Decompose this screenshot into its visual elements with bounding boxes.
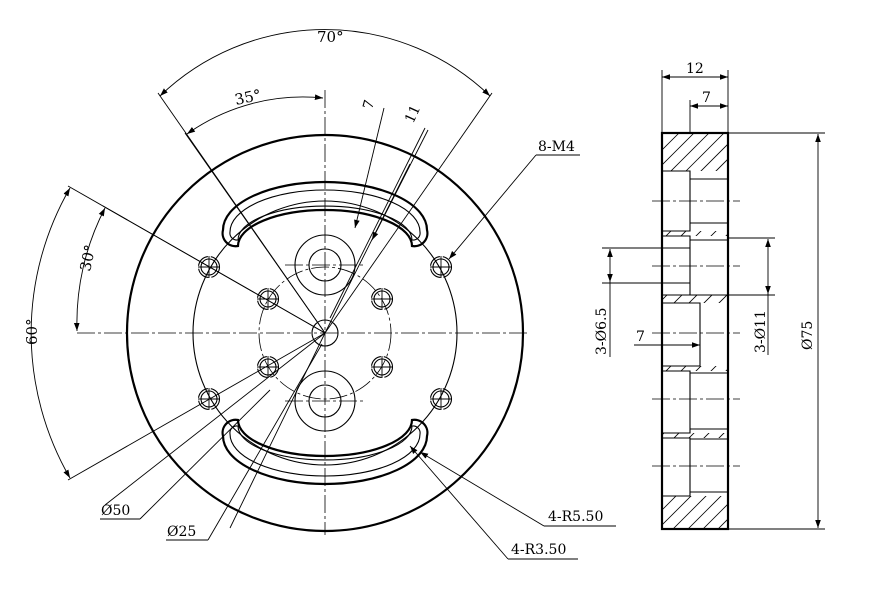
m4-hole-group (197, 255, 453, 411)
dim-depth-7: 7 (634, 329, 700, 348)
dim-text-70: 70° (317, 28, 344, 46)
svg-text:7: 7 (636, 329, 645, 345)
section-centerlines (652, 200, 740, 467)
svg-text:3-Ø11: 3-Ø11 (753, 310, 769, 353)
svg-text:12: 12 (686, 61, 704, 77)
slot-dim-7: 7 (354, 98, 385, 229)
callout-phi50: Ø50 (100, 389, 271, 520)
m4-hole (429, 387, 453, 411)
dim-arc-35 (186, 94, 324, 135)
dim-width-7-top: 7 (689, 90, 728, 132)
svg-text:8-M4: 8-M4 (538, 139, 575, 155)
callout-r550: 4-R5.50 (419, 451, 616, 527)
m4-hole (256, 287, 280, 311)
front-view: 70° 35° 30° 60° 7 11 8-M4 Ø50 (23, 28, 616, 560)
dim-arc-60 (30, 187, 71, 479)
svg-text:Ø25: Ø25 (167, 524, 196, 540)
svg-text:3-Ø6.5: 3-Ø6.5 (594, 308, 610, 355)
svg-text:7: 7 (702, 90, 711, 106)
callout-r350: 4-R3.50 (409, 445, 578, 560)
svg-text:Ø50: Ø50 (101, 503, 130, 519)
dim-arc-30 (73, 207, 106, 332)
dim-text-30: 30° (76, 243, 99, 273)
dim-width-12: 12 (661, 61, 729, 132)
counterbore-top (285, 234, 365, 296)
svg-text:11: 11 (402, 103, 424, 126)
section-hatching (662, 133, 728, 529)
dim-3-phi11: 3-Ø11 (728, 237, 775, 355)
section-view: 12 7 Ø75 3-Ø6.5 3-Ø11 (594, 61, 825, 531)
svg-text:4-R3.50: 4-R3.50 (511, 542, 566, 558)
m4-hole (429, 255, 453, 279)
m4-hole (370, 287, 394, 311)
section-body (660, 131, 730, 531)
callout-phi25: Ø25 (166, 343, 323, 541)
dim-phi75: Ø75 (728, 132, 825, 530)
svg-text:Ø75: Ø75 (800, 321, 816, 350)
arc-slot-top (221, 180, 429, 248)
m4-hole (370, 355, 394, 379)
angle-construction-lines (67, 92, 493, 529)
svg-text:7: 7 (360, 98, 378, 111)
dim-text-60: 60° (23, 318, 41, 345)
dim-text-35: 35° (233, 86, 263, 109)
slot-dim-11: 11 (329, 103, 429, 319)
callout-8-m4: 8-M4 (448, 139, 580, 260)
arc-slot-bottom (221, 418, 429, 486)
counterbore-bottom (285, 370, 365, 432)
dim-arc-70 (159, 29, 491, 97)
svg-text:4-R5.50: 4-R5.50 (548, 509, 603, 525)
section-bores (662, 170, 728, 497)
dim-3-phi65: 3-Ø6.5 (594, 247, 690, 357)
m4-hole (256, 355, 280, 379)
